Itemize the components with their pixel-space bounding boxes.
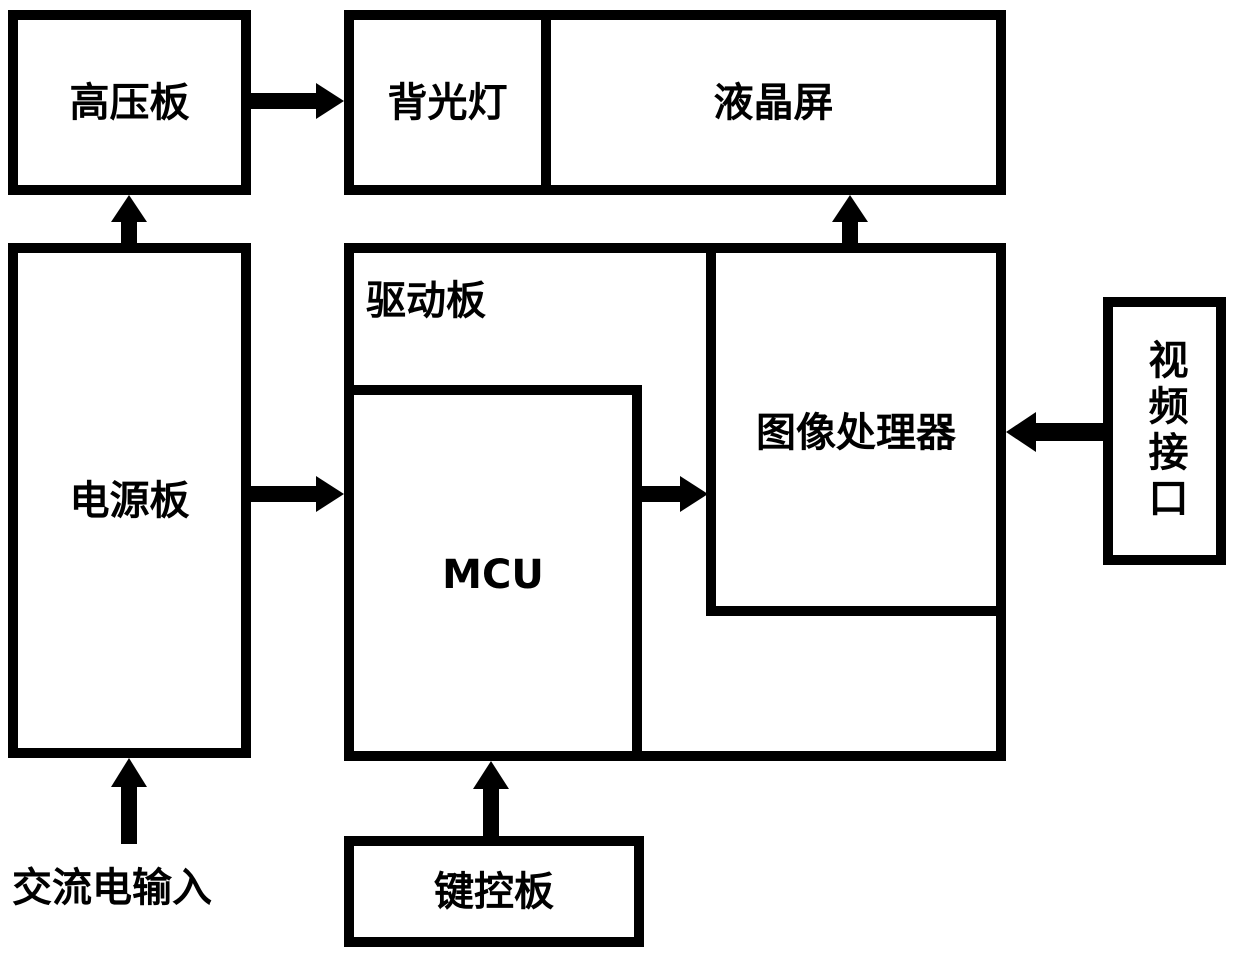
arrow-ac-to-power <box>111 758 147 844</box>
arrow-power-to-hv <box>111 195 147 244</box>
arrow-keypad-to-mcu <box>473 761 509 837</box>
arrow-mcu-to-processor <box>642 476 708 512</box>
arrow-processor-to-lcd <box>832 195 868 244</box>
arrow-power-to-mcu <box>251 476 344 512</box>
arrow-video-to-processor <box>1006 412 1103 452</box>
arrow-hv-to-backlight <box>251 83 344 119</box>
